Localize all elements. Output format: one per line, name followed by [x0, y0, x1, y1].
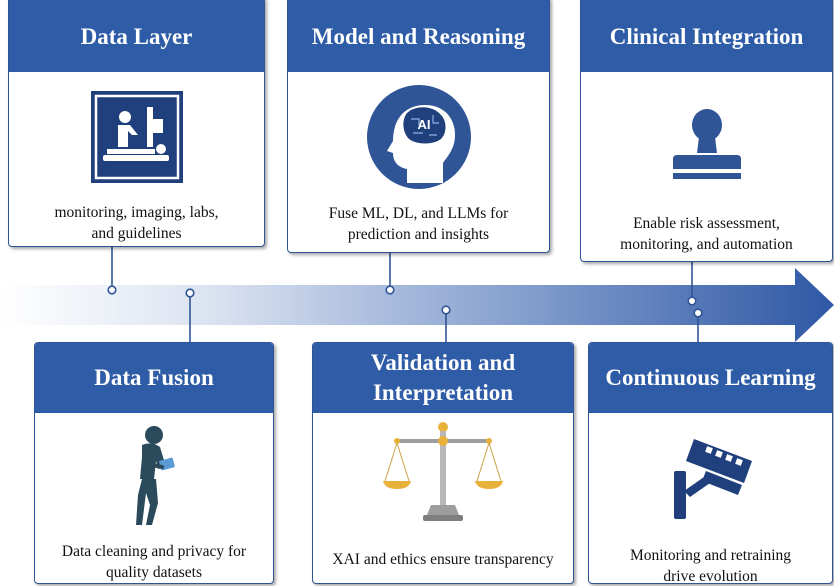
validation-title-line2: Interpretation	[372, 380, 514, 405]
connector-node	[385, 285, 395, 295]
clinical-integration-card: Clinical Integration Enable risk assessm…	[580, 0, 833, 262]
validation-desc-line1: XAI and ethics ensure transparency	[332, 551, 554, 568]
clinical-integration-title: Clinical Integration	[581, 0, 832, 72]
validation-title-line1: Validation and	[370, 350, 516, 375]
data-fusion-desc-line1: Data cleaning and privacy for	[61, 543, 247, 560]
continuous-learning-desc-line2: drive evolution	[663, 568, 758, 584]
connector-node	[107, 285, 117, 295]
connector-node	[441, 305, 451, 315]
stamp-icon	[581, 109, 832, 185]
connector-node	[185, 288, 195, 298]
data-fusion-title: Data Fusion	[35, 343, 273, 413]
model-reasoning-card: Model and Reasoning AI Fuse ML, DL, and …	[287, 0, 550, 253]
validation-card: Validation and Interpretation XAI and et…	[312, 342, 574, 584]
clinical-integration-desc-line1: Enable risk assessment,	[633, 215, 780, 232]
data-fusion-card: Data Fusion Data cleaning and privacy fo…	[34, 342, 274, 584]
person-with-tablet-icon	[35, 425, 273, 527]
data-layer-card: Data Layer monitoring, imaging, labs, an…	[8, 0, 265, 247]
data-layer-title: Data Layer	[9, 0, 264, 72]
data-layer-desc-line2: and guidelines	[91, 225, 182, 242]
continuous-learning-desc-line1: Monitoring and retraining	[630, 547, 791, 564]
timeline-arrow-body	[0, 268, 834, 342]
data-layer-desc-line1: monitoring, imaging, labs,	[54, 204, 219, 221]
continuous-learning-card: Continuous Learning Monitoring and retra…	[588, 342, 833, 584]
model-reasoning-desc-line2: prediction and insights	[347, 226, 490, 243]
model-reasoning-title: Model and Reasoning	[288, 0, 549, 72]
balance-scale-icon	[313, 421, 573, 525]
data-fusion-desc-line2: quality datasets	[106, 564, 202, 581]
continuous-learning-title: Continuous Learning	[589, 343, 832, 413]
model-reasoning-desc-line1: Fuse ML, DL, and LLMs for	[328, 205, 509, 222]
surveillance-camera-icon	[589, 427, 832, 523]
ai-label: AI	[417, 117, 430, 132]
clinical-integration-desc-line2: monitoring, and automation	[620, 236, 793, 253]
ai-head-icon: AI	[288, 85, 549, 189]
patient-monitoring-icon	[9, 91, 264, 183]
validation-title: Validation and Interpretation	[313, 343, 573, 413]
connector-node	[687, 296, 697, 306]
connector-node	[693, 308, 703, 318]
